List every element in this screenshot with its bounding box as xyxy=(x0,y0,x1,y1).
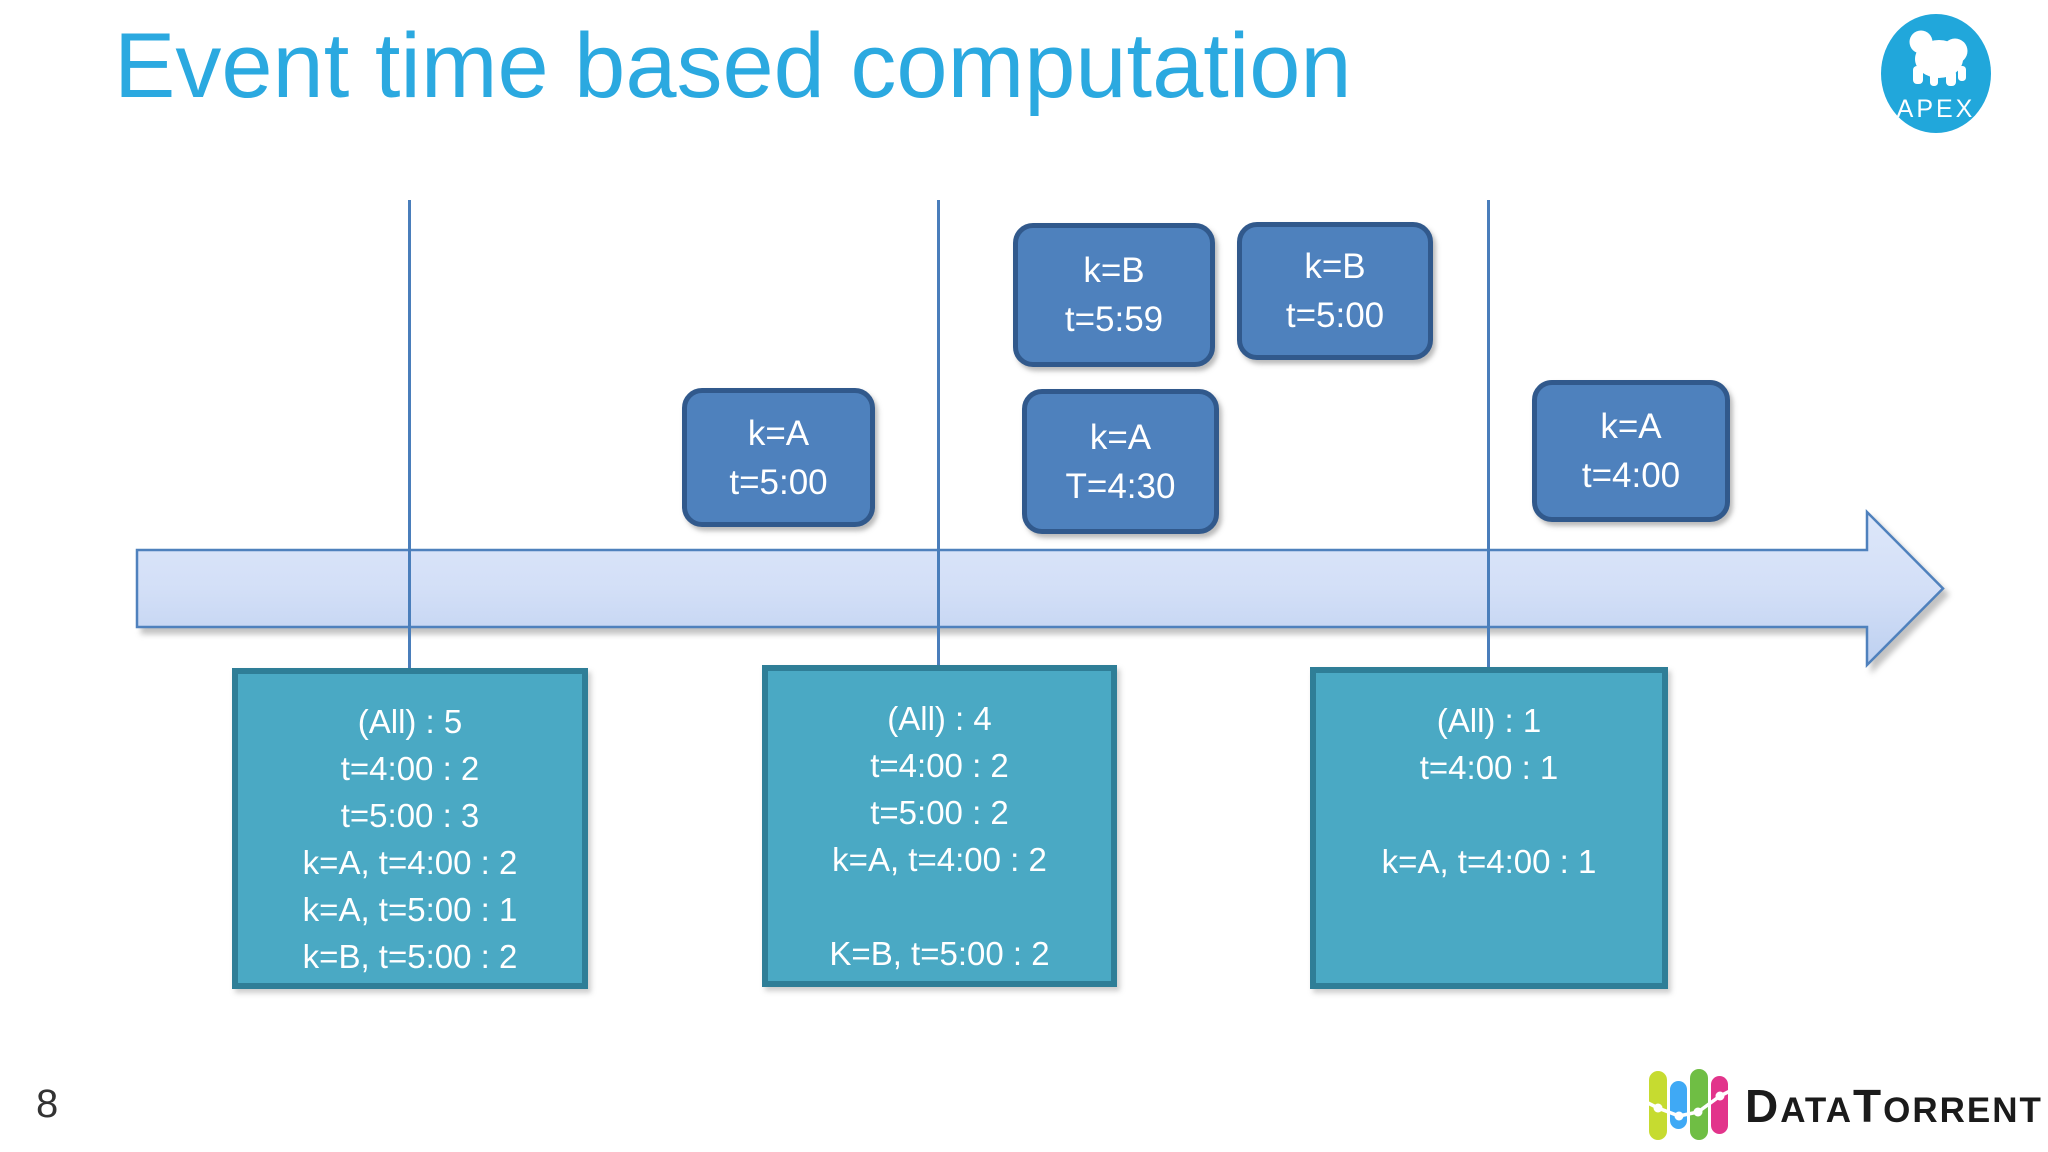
agg-line: (All) : 5 xyxy=(357,703,463,740)
agg-line: k=A, t=5:00 : 1 xyxy=(302,891,518,928)
agg-line: k=A, t=4:00 : 2 xyxy=(832,841,1047,878)
agg-line xyxy=(1316,791,1662,838)
window-boundary-line-1 xyxy=(408,200,411,668)
event-time: T=4:30 xyxy=(1065,466,1176,506)
aggregation-box-2: (All) : 4 t=4:00 : 2 t=5:00 : 2 k=A, t=4… xyxy=(762,665,1117,987)
apex-logo-text: APEX xyxy=(1897,95,1976,123)
event-key: k=B xyxy=(1083,251,1145,290)
event-time: t=5:59 xyxy=(1064,300,1164,339)
slide-title: Event time based computation xyxy=(114,15,1352,117)
event-box-a-400: k=A t=4:00 xyxy=(1532,380,1730,522)
agg-line: k=A, t=4:00 : 1 xyxy=(1381,843,1597,880)
agg-line xyxy=(768,883,1111,930)
agg-line: t=4:00 : 1 xyxy=(1419,749,1559,786)
agg-line: t=4:00 : 2 xyxy=(340,750,480,787)
event-box-a-500: k=A t=5:00 xyxy=(682,388,875,527)
agg-line: (All) : 1 xyxy=(1436,702,1542,739)
event-key: k=A xyxy=(1089,417,1152,457)
aggregation-box-3: (All) : 1 t=4:00 : 1 k=A, t=4:00 : 1 xyxy=(1310,667,1668,989)
apex-gorilla-icon xyxy=(1909,30,1968,86)
agg-line: t=5:00 : 3 xyxy=(340,797,480,834)
window-boundary-line-3 xyxy=(1487,200,1490,668)
aggregation-box-1: (All) : 5 t=4:00 : 2 t=5:00 : 3 k=A, t=4… xyxy=(232,668,588,989)
agg-line: t=4:00 : 2 xyxy=(870,747,1009,784)
event-key: k=A xyxy=(747,413,810,453)
event-time: t=4:00 xyxy=(1581,456,1681,495)
event-box-a-430: k=A T=4:30 xyxy=(1022,389,1219,534)
agg-line: t=5:00 : 2 xyxy=(870,794,1009,831)
datatorrent-bars-icon xyxy=(1646,1069,1732,1140)
event-key: k=B xyxy=(1304,247,1366,286)
event-box-b-500: k=B t=5:00 xyxy=(1237,222,1433,360)
event-box-b-559: k=B t=5:59 xyxy=(1013,223,1215,367)
agg-line: (All) : 4 xyxy=(887,700,992,737)
agg-line: k=B, t=5:00 : 2 xyxy=(302,938,518,975)
agg-line: K=B, t=5:00 : 2 xyxy=(829,935,1050,972)
event-key: k=A xyxy=(1600,407,1662,446)
agg-line: k=A, t=4:00 : 2 xyxy=(302,844,518,881)
event-time: t=5:00 xyxy=(729,462,828,502)
page-number: 8 xyxy=(36,1082,59,1126)
event-time: t=5:00 xyxy=(1285,296,1385,335)
timeline-arrow xyxy=(135,508,1945,669)
window-boundary-line-2 xyxy=(937,200,940,668)
apex-logo-icon: APEX xyxy=(1881,14,1991,133)
